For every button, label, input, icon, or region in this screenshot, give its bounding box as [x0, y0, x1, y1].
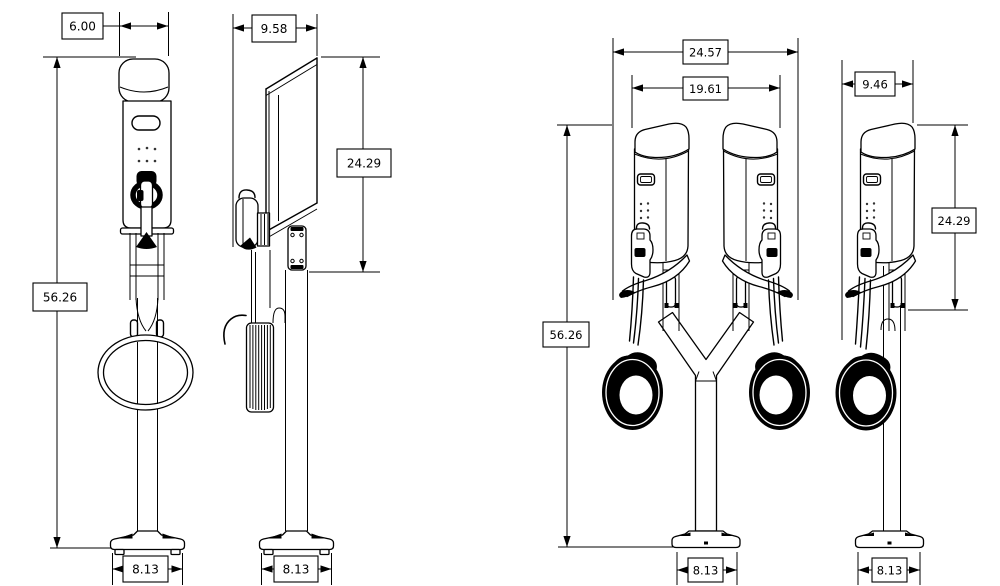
dim-overall-width: 24.57: [612, 38, 799, 300]
dim-label-text: 56.26: [43, 291, 77, 305]
connector-holster: [130, 171, 163, 249]
unit-top-slant: [265, 57, 318, 90]
dim-base-width: 8.13: [112, 553, 183, 585]
dim-label-text: 9.58: [261, 22, 288, 36]
dim-label-text: 8.13: [693, 564, 719, 578]
charger-front-art: [97, 58, 194, 556]
dim-label-text: 24.57: [689, 46, 722, 60]
charger-cap: [118, 58, 170, 103]
cap-band: [119, 86, 169, 93]
screen: [131, 115, 161, 131]
dim-top-width: 6.00: [61, 12, 169, 56]
dim-label-text: 8.13: [132, 563, 159, 577]
dim-unit-height: 24.29: [309, 56, 392, 273]
dim-label-box: [682, 76, 729, 101]
y-pedestal: [657, 311, 755, 532]
dim-label-text: 6.00: [69, 20, 96, 34]
view-dual-front: 24.57 19.61 56.26 8.13: [542, 38, 811, 585]
dim-label-text: 24.29: [347, 157, 381, 171]
dim-label-box: [682, 39, 729, 65]
dim-label-box: [251, 14, 297, 43]
unit-top-slant: [265, 64, 318, 96]
dim-label-text: 24.29: [938, 214, 971, 228]
coiled-cable: [223, 250, 286, 413]
dim-label-box: [687, 557, 724, 583]
view-single-front: 6.00 56.26: [32, 12, 194, 585]
dim-label-box: [273, 555, 319, 583]
unit-bottom-slant: [260, 208, 318, 242]
dim-label-box: [542, 321, 590, 348]
view-single-side: 9.58 24.29: [223, 14, 392, 585]
dim-unit-height: 24.29: [908, 124, 977, 311]
dim-label-box: [871, 557, 908, 583]
dim-label-box: [122, 555, 169, 583]
cables: [854, 276, 896, 350]
dim-label-text: 8.13: [877, 564, 903, 578]
dim-label-box: [61, 12, 104, 40]
dim-label-text: 56.26: [550, 328, 583, 342]
dim-top-depth: 9.46: [841, 60, 914, 340]
dim-base-width: 8.13: [676, 552, 738, 585]
dim-overall-height: 56.26: [32, 56, 136, 549]
mounting-bracket: [129, 233, 165, 338]
dim-units-width: 19.61: [631, 75, 781, 128]
connector-holster-side: [235, 189, 271, 250]
dim-overall-height: 56.26: [542, 124, 673, 548]
mount-plate: [287, 225, 307, 271]
dim-label-box: [32, 282, 88, 312]
view-dual-side: 9.46 24.29 8.13: [834, 60, 977, 585]
cable-loop: [97, 334, 194, 411]
dim-label-text: 19.61: [689, 82, 722, 96]
dim-top-depth: 9.58: [232, 14, 318, 247]
dim-base-width: 8.13: [261, 553, 332, 585]
dim-label-box: [336, 148, 392, 178]
dim-label-box: [931, 207, 977, 234]
dim-label-text: 9.46: [862, 78, 888, 92]
charger-side-art: [223, 57, 335, 556]
cable-hook: [223, 314, 247, 345]
dim-label-text: 8.13: [283, 563, 310, 577]
led-dots: [137, 146, 157, 163]
dim-base-width: 8.13: [857, 552, 921, 585]
dim-label-box: [854, 71, 896, 97]
